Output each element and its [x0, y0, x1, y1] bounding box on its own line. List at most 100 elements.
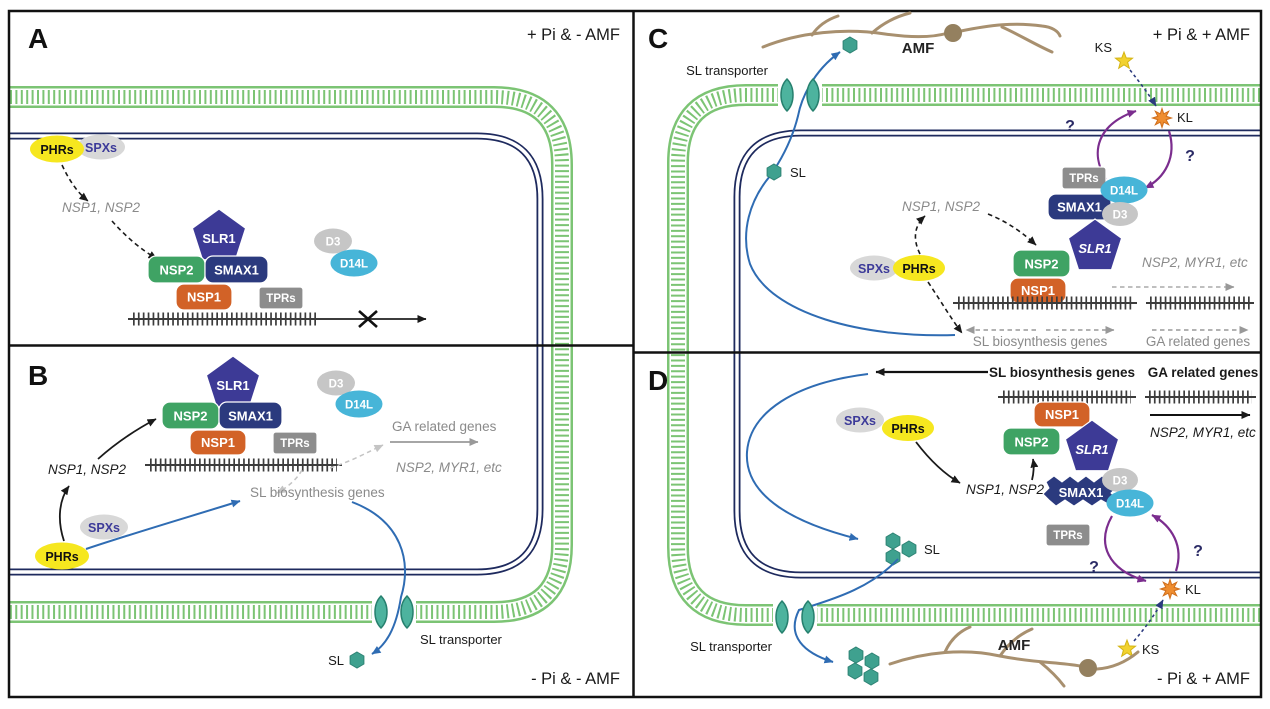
amf-hypha-right — [959, 22, 1062, 38]
dashed-arrow-nsp-genes-to-complex — [987, 213, 1037, 246]
spxs-label: SPXs — [85, 141, 117, 155]
d14l-label: D14L — [345, 400, 373, 412]
dashed-arrow-phrs-to-nsp-genes — [61, 164, 89, 202]
phrs-label: PHRs — [40, 143, 73, 157]
dashed-connector-to-ga-genes — [329, 444, 384, 469]
nsp2-protein — [1002, 427, 1061, 456]
right-cell-membrane-gap — [678, 95, 1260, 615]
nsp1-nsp2-genes-label: NSP1, NSP2 — [48, 462, 127, 477]
amf-hyphae — [888, 625, 1140, 688]
amf-hypha-main — [888, 650, 1082, 668]
nsp1-label: NSP1 — [187, 290, 221, 305]
question-mark-left: ? — [1065, 118, 1075, 135]
arrow-nsp-genes-to-complex — [1030, 458, 1039, 481]
nsp1-nsp2-genes-label: NSP1, NSP2 — [62, 200, 141, 215]
sl-molecule-icon — [847, 662, 863, 680]
condition-label-c: + Pi & + AMF — [1153, 26, 1250, 44]
smax1-protein — [204, 255, 269, 284]
panel-c: C + Pi & + AMF AMF SL transporter SL KS … — [648, 11, 1254, 349]
dashed-arrow-phrs-to-nsp-genes — [914, 215, 926, 255]
nsp2-myr1-label: NSP2, MYR1, etc — [1150, 425, 1256, 440]
slr1-label: SLR1 — [1075, 442, 1108, 457]
amf-hyphae — [761, 11, 1062, 54]
spxs-label: SPXs — [844, 414, 876, 428]
sl-molecule-icon — [885, 548, 901, 566]
ga-related-genes-label: GA related genes — [392, 419, 497, 434]
purple-arrow-kl-to-d14l — [1144, 130, 1173, 189]
nsp2-label: NSP2 — [160, 263, 194, 278]
sl-transporter-label: SL transporter — [420, 632, 503, 647]
amf-label: AMF — [998, 637, 1031, 654]
panel-frame — [7, 9, 1263, 699]
sl-molecule-icon — [848, 646, 864, 664]
smax1-label: SMAX1 — [1057, 200, 1102, 215]
spxs-label: SPXs — [858, 262, 890, 276]
d14l-protein — [1106, 489, 1154, 517]
blue-arrow-phrs-to-sl-genes — [85, 499, 241, 550]
amf-branch — [1038, 660, 1066, 688]
condition-label-d: - Pi & + AMF — [1157, 670, 1250, 688]
amf-branch — [810, 14, 840, 37]
nsp1-label: NSP1 — [1045, 407, 1079, 422]
blue-arrow-sl-export — [793, 558, 899, 664]
ga-related-genes-label: GA related genes — [1146, 334, 1251, 349]
panel-b: B - Pi & - AMF SLR1 NSP2 SMAX1 NSP1 TPRs… — [28, 355, 620, 688]
purple-arrow-d14l-to-kl — [1104, 515, 1147, 583]
nsp1-label: NSP1 — [1021, 283, 1055, 298]
right-nuclear-envelope — [737, 133, 1260, 575]
phrs-label: PHRs — [891, 422, 924, 436]
phrs-label: PHRs — [45, 550, 78, 564]
panel-letter-d: D — [648, 365, 668, 396]
sl-molecule-icon — [349, 651, 365, 669]
sl-molecule-icon — [885, 532, 901, 550]
d3-protein — [1102, 468, 1138, 492]
d3-label: D3 — [1113, 476, 1128, 488]
sl-molecule-icon — [766, 163, 782, 181]
blue-arrow-sl-synthesis — [745, 373, 869, 541]
purple-arrow-kl-to-d14l — [1151, 514, 1180, 572]
dashed-connector-to-sl-genes — [276, 469, 303, 494]
phrs-protein — [35, 542, 89, 570]
smax1-label: SMAX1 — [214, 263, 259, 278]
nsp2-label: NSP2 — [1025, 257, 1059, 272]
d3-protein — [1102, 202, 1138, 226]
arrow-nsp-genes-to-complex — [97, 418, 157, 460]
sl-label: SL — [924, 542, 940, 557]
d14l-protein — [1100, 176, 1148, 204]
panel-letter-c: C — [648, 23, 668, 54]
sl-molecule-icon — [864, 652, 880, 670]
amf-hypha-main — [761, 29, 950, 49]
sl-label: SL — [790, 165, 806, 180]
sl-biosynthesis-genes-label: SL biosynthesis genes — [250, 485, 385, 500]
cell-structures — [10, 80, 1260, 633]
right-nuclear-envelope-gap — [735, 131, 1262, 577]
dashed-arrow-nsp-genes-to-complex — [111, 220, 158, 260]
sl-label: SL — [328, 653, 344, 668]
spxs-protein — [850, 255, 898, 281]
amf-hypha-right — [1095, 650, 1140, 671]
slr1-label: SLR1 — [202, 231, 235, 246]
smax1-protein — [218, 401, 283, 430]
ks-star-icon — [1117, 639, 1137, 657]
nsp2-myr1-label: NSP2, MYR1, etc — [1142, 255, 1248, 270]
ga-related-genes-label: GA related genes — [1148, 365, 1259, 380]
d3-label: D3 — [1113, 210, 1128, 222]
arrow-phrs-to-nsp-genes — [58, 485, 70, 542]
panel-a: A + Pi & - AMF SPXs PHRs NSP1, NSP2 SLR1… — [28, 23, 620, 328]
d3-label: D3 — [329, 379, 344, 391]
question-mark-right: ? — [1185, 148, 1195, 165]
sl-transporter-label: SL transporter — [686, 63, 769, 78]
condition-label-a: + Pi & - AMF — [527, 26, 620, 44]
d14l-label: D14L — [1116, 499, 1144, 511]
ks-label: KS — [1142, 642, 1160, 657]
spxs-protein — [80, 514, 128, 540]
dashed-arrow-phrs-to-sl-genes — [927, 281, 963, 334]
spxs-protein — [836, 407, 884, 433]
d14l-label: D14L — [1110, 186, 1138, 198]
d14l-protein — [330, 249, 378, 277]
panel-letter-a: A — [28, 23, 48, 54]
nsp2-protein — [1012, 249, 1071, 278]
nsp1-protein — [189, 429, 247, 456]
